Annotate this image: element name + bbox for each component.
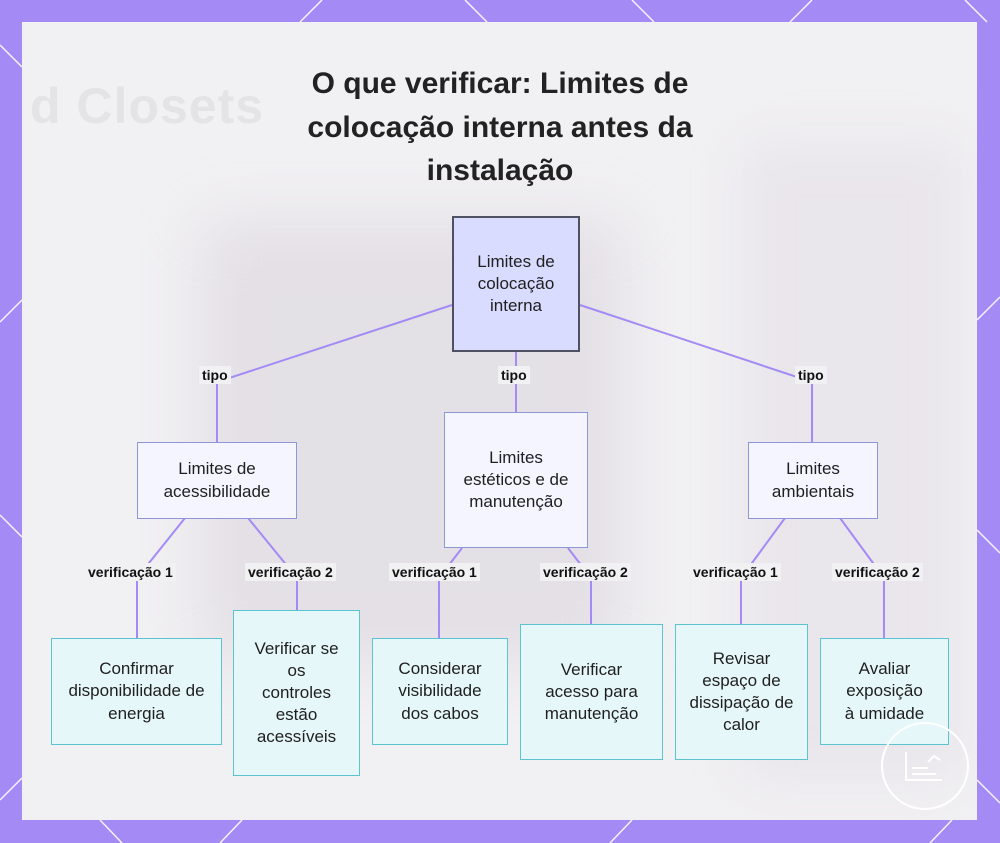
edge-label-verification-2: verificação 2 (540, 563, 631, 581)
watermark-logo (881, 722, 969, 810)
edge-root-acess (217, 305, 452, 442)
edge-estet-l3 (439, 548, 462, 638)
node-check-controls-access: Verificar se os controles estão acessíve… (233, 610, 360, 776)
edge-label-verification-2: verificação 2 (832, 563, 923, 581)
edge-root-amb (580, 305, 812, 442)
node-root: Limites de colocação interna (452, 216, 580, 352)
node-confirm-power: Confirmar disponibilidade de energia (51, 638, 222, 745)
edge-label-verification-1: verificação 1 (690, 563, 781, 581)
node-aesthetic-maintenance-limits: Limites estéticos e de manutenção (444, 412, 588, 548)
edge-estet-l4 (568, 548, 591, 624)
checklist-logo-icon (902, 746, 948, 786)
node-heat-dissipation: Revisar espaço de dissipação de calor (675, 624, 808, 760)
edge-label-tipo: tipo (498, 366, 530, 384)
node-maintenance-access: Verificar acesso para manutenção (520, 624, 663, 760)
edge-label-tipo: tipo (199, 366, 231, 384)
edge-label-tipo: tipo (795, 366, 827, 384)
node-cable-visibility: Considerar visibilidade dos cabos (372, 638, 508, 745)
node-environmental-limits: Limites ambientais (748, 442, 878, 519)
edge-label-verification-1: verificação 1 (389, 563, 480, 581)
edge-label-verification-1: verificação 1 (85, 563, 176, 581)
node-accessibility-limits: Limites de acessibilidade (137, 442, 297, 519)
edge-label-verification-2: verificação 2 (245, 563, 336, 581)
